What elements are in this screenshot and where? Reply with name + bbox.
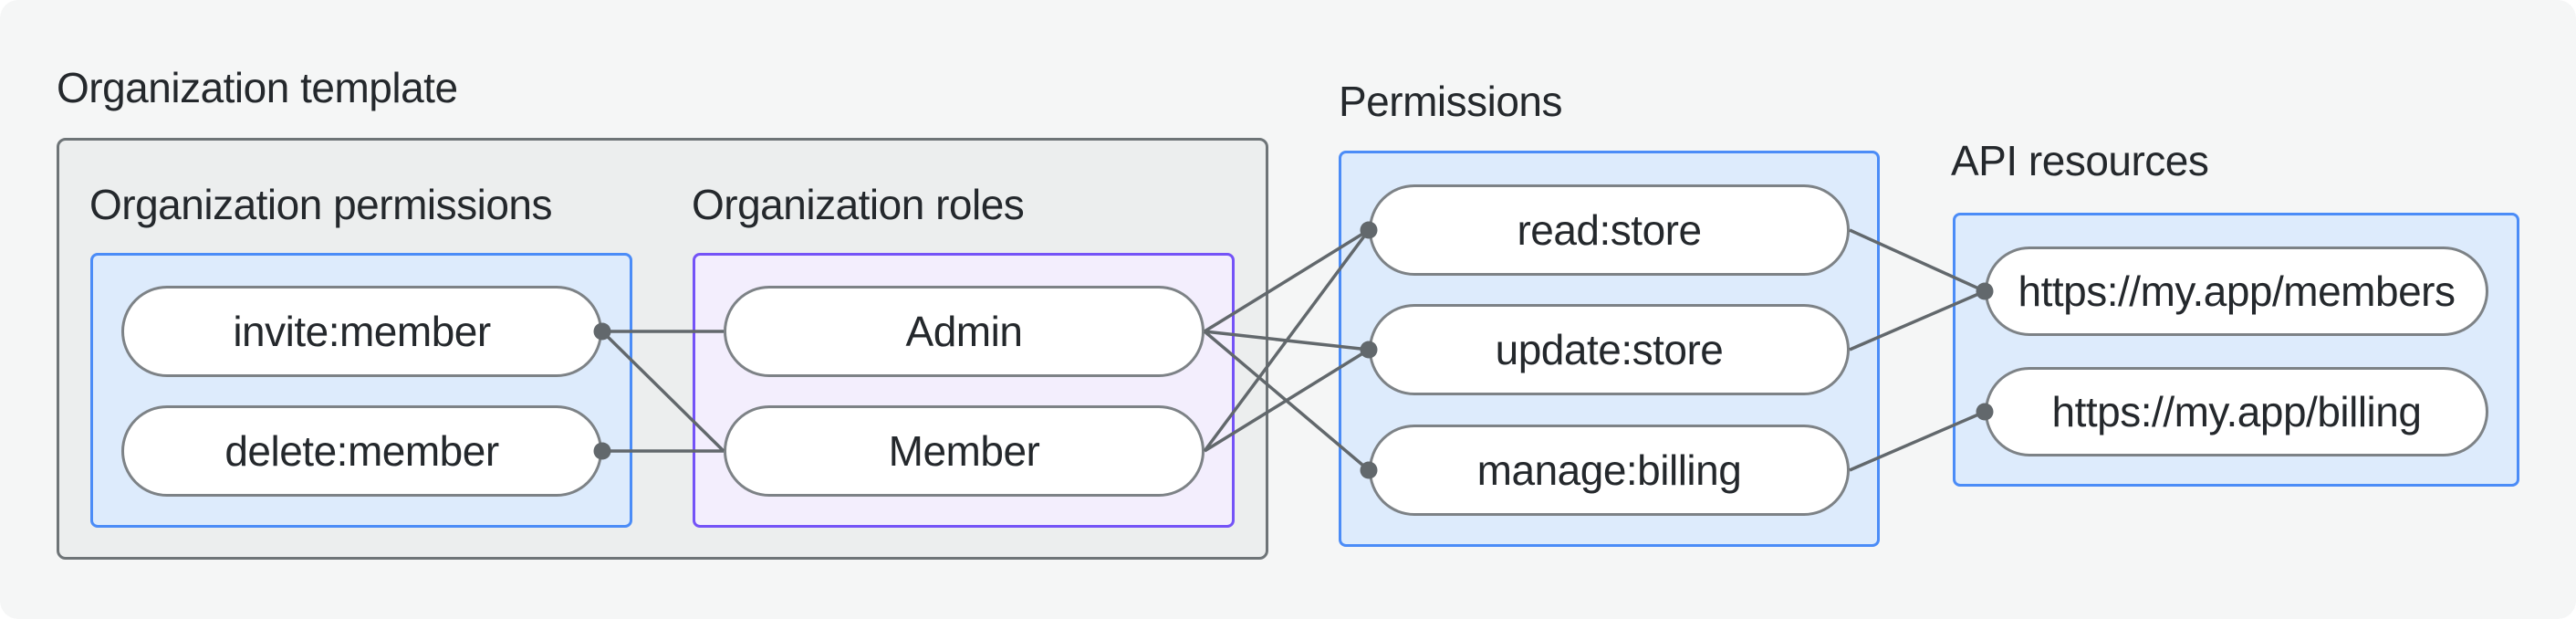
node-label: https://my.app/billing <box>2051 388 2422 435</box>
node-manage-billing: manage:billing <box>1369 425 1850 516</box>
node-label: Admin <box>905 308 1023 355</box>
node-api-billing: https://my.app/billing <box>1985 367 2488 456</box>
node-label: delete:member <box>224 427 499 475</box>
node-read-store: read:store <box>1369 184 1850 276</box>
permissions-title: Permissions <box>1339 78 1563 125</box>
node-label: Member <box>888 427 1040 475</box>
node-invite-member: invite:member <box>121 286 602 377</box>
node-label: invite:member <box>233 308 491 355</box>
node-delete-member: delete:member <box>121 405 602 497</box>
node-label: read:store <box>1517 206 1702 254</box>
node-label: manage:billing <box>1476 446 1742 494</box>
node-api-members: https://my.app/members <box>1985 247 2488 336</box>
node-update-store: update:store <box>1369 304 1850 395</box>
org-roles-title: Organization roles <box>692 181 1025 228</box>
org-permissions-title: Organization permissions <box>89 181 553 228</box>
node-admin: Admin <box>724 286 1205 377</box>
node-label: https://my.app/members <box>2018 268 2456 315</box>
node-label: update:store <box>1495 326 1724 373</box>
node-member: Member <box>724 405 1205 497</box>
api-resources-title: API resources <box>1951 137 2209 184</box>
org-template-title: Organization template <box>57 64 458 111</box>
